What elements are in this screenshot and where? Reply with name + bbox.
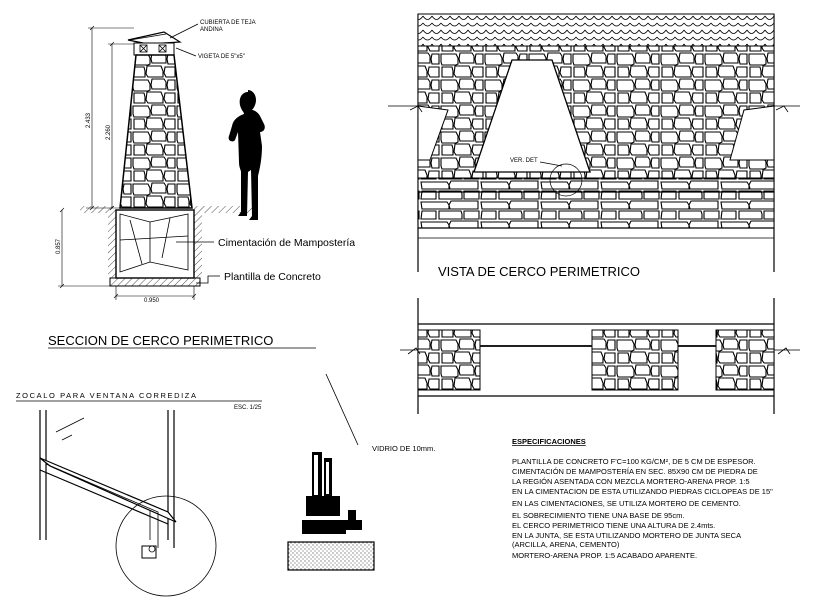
spec-line-4: EN LA CIMENTACION DE ESTA UTILIZANDO PIE… [512, 487, 773, 496]
spec-line-2: CIMENTACIÓN DE MAMPOSTERÍA EN SEC. 85X90… [512, 467, 758, 476]
spec-line-1: PLANTILLA DE CONCRETO F'C=100 KG/CM², DE… [512, 457, 756, 466]
dim-foundation: 0.857 [56, 238, 62, 254]
specs-heading: ESPECIFICACIONES [512, 437, 586, 446]
spec-line-10: MORTERO-ARENA PROP. 1:5 ACABADO APARENTE… [512, 551, 697, 560]
section-title: SECCION DE CERCO PERIMETRICO [48, 333, 273, 348]
detail-callout: VER. DET [510, 158, 538, 164]
spec-line-7: EL CERCO PERIMETRICO TIENE UNA ALTURA DE… [512, 521, 715, 530]
spec-line-9: (ARCILLA, ARENA, CEMENTO) [512, 540, 620, 549]
person-silhouette [228, 90, 265, 220]
elevation-title: VISTA DE CERCO PERIMETRICO [438, 264, 640, 279]
roof-cap [127, 31, 182, 45]
vigeta-callout: VIGETA DE 5"x5" [198, 54, 245, 60]
wall-section-drawing [58, 23, 265, 300]
spec-line-5: EN LAS CIMENTACIONES, SE UTILIZA MORTERO… [512, 499, 741, 508]
zocalo-title: ZOCALO PARA VENTANA CORREDIZA [16, 391, 198, 400]
plantilla-label: Plantilla de Concreto [224, 271, 321, 283]
spec-line-8: EN LA JUNTA, SE ESTA UTILIZANDO MORTERO … [512, 531, 741, 540]
dim-total: 2.433 [86, 112, 92, 128]
concrete-base [109, 277, 201, 287]
dimension-lines [58, 25, 197, 300]
specifications-block: ESPECIFICACIONES PLANTILLA DE CONCRETO F… [512, 437, 773, 560]
fence-elevation-drawing [388, 13, 800, 272]
window-sill-drawing [39, 410, 217, 597]
roof-callout-line2: ANDINA [200, 27, 223, 33]
fence-plan-drawing [400, 298, 800, 414]
foundation [115, 209, 195, 279]
sill-profile-drawing [287, 373, 375, 571]
arch-opening [473, 59, 591, 173]
spec-line-6: EL SOBRECIMIENTO TIENE UNA BASE DE 95cm. [512, 511, 684, 520]
tapered-wall [119, 54, 193, 209]
roof-callout-line1: CUBIERTA DE TEJA [200, 20, 256, 26]
dim-wall: 2.260 [106, 124, 112, 140]
spec-line-3: LA REGIÓN ASENTADA CON MEZCLA MORTERO-AR… [512, 477, 750, 486]
cimentacion-label: Cimentación de Mampostería [218, 237, 355, 249]
dim-width: 0.950 [144, 298, 160, 304]
zocalo-scale: ESC. 1/25 [234, 405, 262, 411]
detail-circle [115, 495, 217, 597]
glass-label: VIDRIO DE 10mm. [372, 444, 435, 453]
